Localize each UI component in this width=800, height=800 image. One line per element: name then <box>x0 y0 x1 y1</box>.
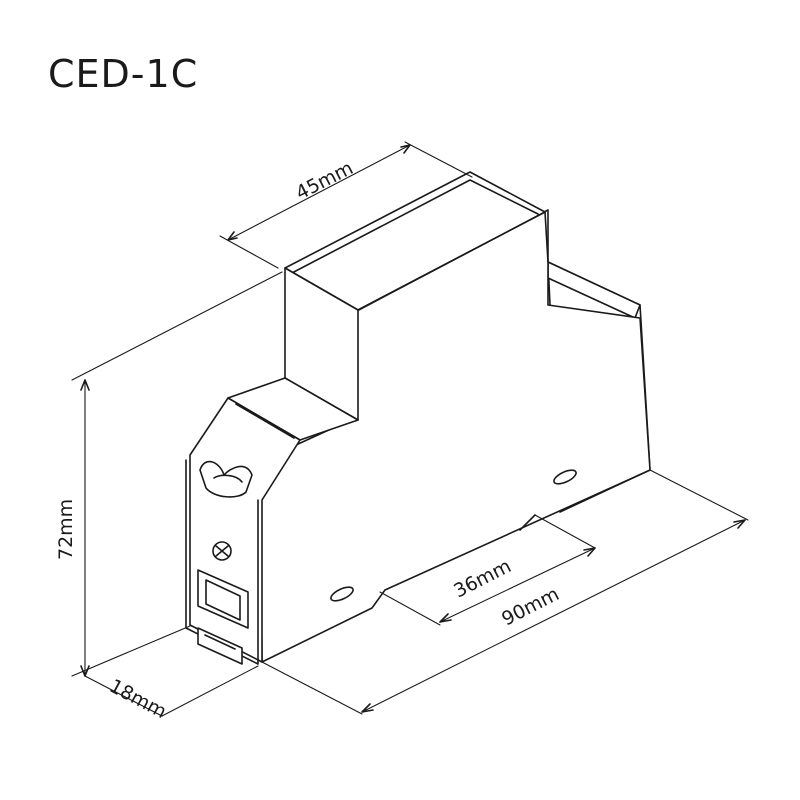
model-title: CED-1C <box>48 52 198 96</box>
dim-label-rail: 36mm <box>450 555 515 602</box>
upper-side-edge <box>357 211 549 311</box>
dim-label-width: 45mm <box>292 157 357 204</box>
dim-line-18 <box>84 675 163 717</box>
dim-ext-45 <box>219 141 473 269</box>
dim-line-90 <box>361 519 746 713</box>
dim-line-36 <box>439 547 596 623</box>
din-clip-slot <box>204 634 236 650</box>
dim-line-45 <box>227 144 411 241</box>
device-body <box>185 171 651 665</box>
dim-arrows-72 <box>80 379 90 677</box>
terminal-clamp <box>199 460 253 498</box>
side-slot-left <box>330 586 354 602</box>
dimension-lines <box>71 141 749 717</box>
clamp-slot <box>213 474 243 483</box>
dim-label-length: 90mm <box>498 583 563 630</box>
front-bevel <box>235 403 295 439</box>
dim-ext-90 <box>261 469 749 715</box>
rail-notch <box>519 514 536 531</box>
screw-slot <box>215 545 229 557</box>
screw-icon <box>212 541 232 561</box>
dim-arrows-90 <box>361 519 746 713</box>
dim-ext-18 <box>161 665 259 717</box>
dim-arrows-36 <box>439 547 596 623</box>
dim-ext-36 <box>379 514 596 626</box>
terminal-port <box>197 569 249 629</box>
side-slot-right <box>553 469 577 485</box>
dim-arrows-45 <box>227 144 411 241</box>
dim-label-height: 72mm <box>55 499 77 560</box>
top-cover-edge <box>289 179 539 275</box>
dim-label-depth: 18mm <box>106 675 170 723</box>
terminal-port-inner <box>205 579 241 621</box>
dim-ext-72 <box>71 271 283 677</box>
